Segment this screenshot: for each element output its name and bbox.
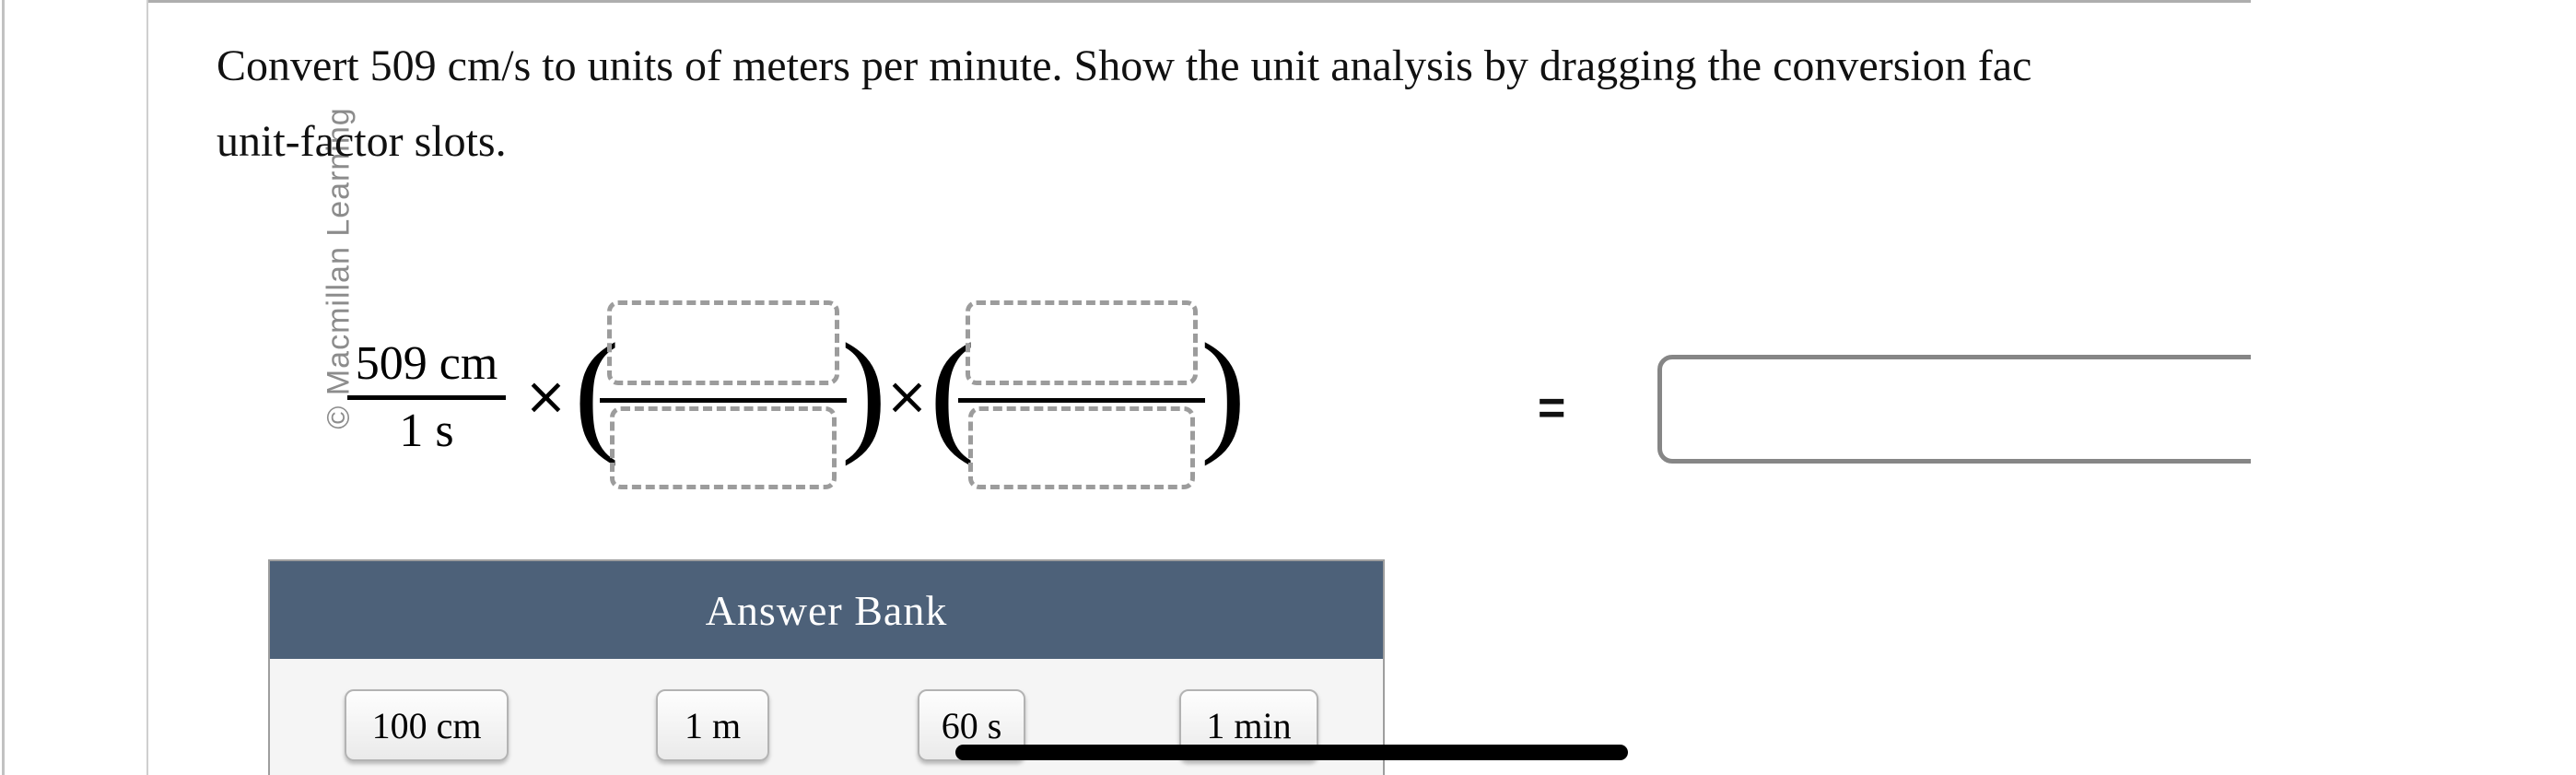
answer-bank: Answer Bank 100 cm 1 m 60 s 1 min: [268, 559, 1385, 775]
close-paren-2: ): [1200, 316, 1247, 467]
given-numerator: 509 cm: [355, 337, 498, 390]
answer-input-box[interactable]: [1657, 355, 2251, 464]
question-text-line1: Convert 509 cm/s to units of meters per …: [217, 41, 2032, 90]
conversion-slot-numerator-2[interactable]: [966, 300, 1198, 385]
answer-bank-tile-100cm[interactable]: 100 cm: [345, 689, 509, 761]
conversion-slot-group-1: [600, 300, 847, 489]
multiply-sign-1: ×: [524, 367, 568, 427]
slot-fraction-bar-2: [958, 398, 1205, 403]
given-denominator: 1 s: [399, 405, 454, 457]
slot-fraction-bar-1: [600, 398, 847, 403]
left-page-border: [2, 0, 5, 775]
fraction-bar: [347, 395, 506, 400]
question-text: Convert 509 cm/s to units of meters per …: [217, 29, 2032, 180]
question-text-line2: unit-factor slots.: [217, 117, 507, 166]
answer-bank-header: Answer Bank: [270, 561, 1383, 659]
conversion-slot-numerator-1[interactable]: [607, 300, 839, 385]
black-annotation-bar: [955, 745, 1628, 760]
content-left-border: [146, 0, 148, 775]
answer-bank-body: 100 cm 1 m 60 s 1 min: [270, 659, 1383, 775]
equals-sign: =: [1538, 382, 1566, 435]
given-fraction: 509 cm 1 s: [347, 338, 506, 457]
answer-bank-title: Answer Bank: [705, 586, 948, 634]
answer-bank-tile-1m[interactable]: 1 m: [656, 689, 769, 761]
conversion-slot-group-2: [958, 300, 1205, 489]
conversion-slot-denominator-2[interactable]: [968, 406, 1195, 489]
close-paren-1: ): [841, 316, 887, 467]
question-viewport: © Macmillan Learning Convert 509 cm/s to…: [148, 0, 2251, 775]
multiply-sign-2: ×: [885, 367, 929, 427]
conversion-slot-denominator-1[interactable]: [610, 406, 837, 489]
